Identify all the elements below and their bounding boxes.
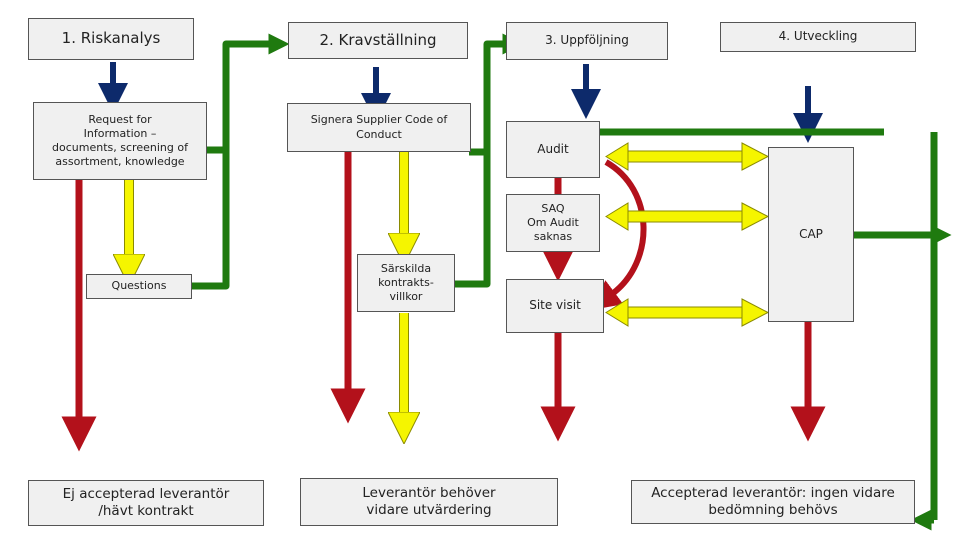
evaluate-arrows	[129, 152, 404, 416]
audit-cap-connector	[605, 142, 770, 171]
step-code-of-conduct: Signera Supplier Code of Conduct	[287, 103, 471, 152]
step-audit: Audit	[506, 121, 600, 178]
phase-utveckling: 4. Utveckling	[720, 22, 916, 52]
phase-riskanalys: 1. Riskanalys	[28, 18, 194, 60]
step-special-contract-terms: Särskilda kontrakts- villkor	[357, 254, 455, 312]
phase-kravstallning: 2. Kravställning	[288, 22, 468, 59]
step-saq: SAQ Om Audit saknas	[506, 194, 600, 252]
audit-to-site-visit-curve	[590, 159, 647, 311]
questions-to-kravstallning-arrow	[190, 33, 290, 290]
outcome-accepted: Accepterad leverantör: ingen vidare bedö…	[631, 480, 915, 524]
step-request-for-information: Request for Information – documents, scr…	[33, 102, 207, 180]
step-cap: CAP	[768, 147, 854, 322]
start-arrows	[98, 62, 823, 143]
cap-connectors	[605, 142, 770, 327]
phase-uppfoljning: 3. Uppföljning	[506, 22, 668, 60]
site-visit-cap-connector	[605, 298, 770, 327]
step-questions: Questions	[86, 274, 192, 299]
step-site-visit: Site visit	[506, 279, 604, 333]
outcome-rejected: Ej accepterad leverantör /hävt kontrakt	[28, 480, 264, 526]
special-terms-to-uppfoljning-arrow	[452, 33, 524, 288]
accept-arrows	[190, 33, 952, 531]
saq-cap-connector	[605, 202, 770, 231]
outcome-further-evaluation: Leverantör behöver vidare utvärdering	[300, 478, 558, 526]
reject-arrows	[61, 152, 826, 452]
